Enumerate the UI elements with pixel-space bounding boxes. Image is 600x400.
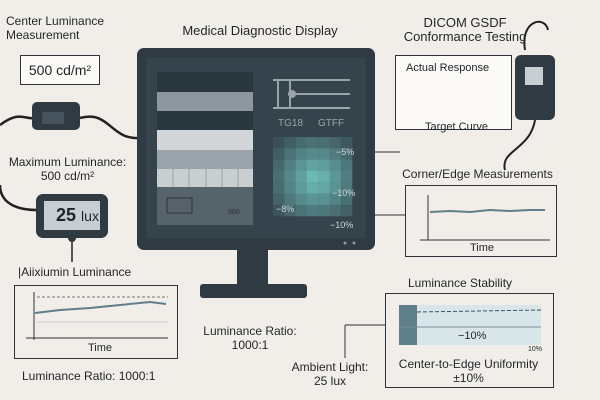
heatmap-cell: [273, 159, 285, 172]
heatmap-cell: [318, 193, 330, 205]
heatmap-cell: [318, 204, 330, 217]
heatmap-cell: [284, 182, 296, 194]
stability-small-value: 10%: [528, 346, 543, 353]
page-title: Medical Diagnostic Display: [182, 23, 338, 38]
heatmap-cell: [329, 148, 341, 160]
heatmap-cell: [306, 182, 319, 194]
icon-label: 500: [228, 209, 240, 216]
heatmap-cell: [306, 159, 319, 172]
pattern-icon: [166, 197, 193, 214]
heatmap-cell: [295, 148, 308, 160]
heatmap-cell: [284, 137, 296, 149]
heatmap-cell: [340, 148, 353, 160]
heatmap-cell: [295, 137, 308, 149]
heatmap-cell: [340, 193, 353, 205]
heatmap-cell: [284, 204, 296, 217]
left-chart: [14, 285, 178, 359]
heatmap-cell: [318, 170, 330, 183]
heatmap-cell: [329, 193, 341, 205]
actual-response-label: Actual Response: [406, 62, 490, 74]
gsdf-chart: Actual Response: [395, 55, 512, 130]
heatmap-cell: [329, 182, 341, 194]
corner-title: Corner/Edge Measurements: [402, 167, 553, 181]
heatmap-cell: [340, 159, 353, 172]
heatmap-cell: [318, 137, 330, 149]
heatmap-cell: [318, 159, 330, 172]
ambient-light-label: Ambient Light:25 lux: [291, 360, 369, 388]
stability-value: −10%: [458, 330, 487, 342]
heatmap-cell: [318, 148, 330, 160]
tg18-label: TG18: [278, 118, 304, 129]
left-chart-line: [26, 292, 168, 340]
uniformity-heatmap: [273, 137, 353, 217]
heatmap-cell: [329, 159, 341, 172]
heatmap-cell: [295, 159, 308, 172]
monitor-icon: [137, 48, 375, 298]
left-chart-title: |Aiixiumin Luminance: [18, 265, 132, 279]
center-luminance-value: 500 cd/m²: [20, 55, 100, 85]
heatmap-cell: [284, 193, 296, 205]
stability-chart-box: [385, 293, 554, 388]
heatmap-cell: [340, 137, 353, 149]
luminance-ratio-label: Luminance Ratio:1000:1: [203, 324, 297, 352]
heatmap-cell: [295, 193, 308, 205]
heatmap-cell: [284, 148, 296, 160]
colorimeter-probe-icon: [515, 55, 555, 120]
meter-reading: 25 lux: [56, 205, 99, 225]
time-label: Time: [88, 342, 113, 354]
heat-label: −10%: [332, 188, 356, 198]
luminance-ratio-caption: Luminance Ratio: 1000:1: [22, 369, 156, 383]
heatmap-cell: [295, 182, 308, 194]
heatmap-cell: [273, 204, 285, 217]
corner-chart: [405, 185, 557, 257]
stability-title: Luminance Stability: [408, 276, 513, 290]
meter-cable: [0, 184, 38, 212]
time-label: Time: [470, 242, 495, 254]
heat-label: −5%: [336, 147, 355, 157]
heatmap-cell: [284, 170, 296, 183]
target-curve-label: Target Curve: [425, 121, 488, 133]
heatmap-cell: [329, 137, 341, 149]
heatmap-cell: [306, 148, 319, 160]
heatmap-cell: [295, 170, 308, 183]
heatmap-cell: [273, 137, 285, 149]
heat-label: −8%: [276, 204, 295, 214]
heatmap-cell: [306, 170, 319, 183]
gtff-label: GTFF: [318, 118, 345, 129]
heatmap-cell: [329, 170, 341, 183]
heatmap-cell: [273, 170, 285, 183]
heatmap-cell: [306, 204, 319, 217]
heatmap-cell: [273, 182, 285, 194]
uniformity-caption: Center-to-Edge Uniformity±10%: [398, 357, 539, 385]
heatmap-cell: [340, 182, 353, 194]
corner-chart-line: [420, 195, 550, 241]
heatmap-cell: [306, 137, 319, 149]
stability-chart: [399, 305, 542, 345]
heatmap-cell: [306, 193, 319, 205]
heatmap-cell: [284, 159, 296, 172]
heatmap-cell: [318, 182, 330, 194]
heat-label: −10%: [330, 220, 354, 230]
probe-cable: [503, 20, 549, 171]
heatmap-cell: [329, 204, 341, 217]
max-luminance-label: Maximum Luminance:500 cd/m²: [8, 155, 127, 183]
heatmap-cell: [273, 148, 285, 160]
heatmap-cell: [340, 204, 353, 217]
heatmap-cell: [273, 193, 285, 205]
heatmap-cell: [340, 170, 353, 183]
heatmap-cell: [295, 204, 308, 217]
